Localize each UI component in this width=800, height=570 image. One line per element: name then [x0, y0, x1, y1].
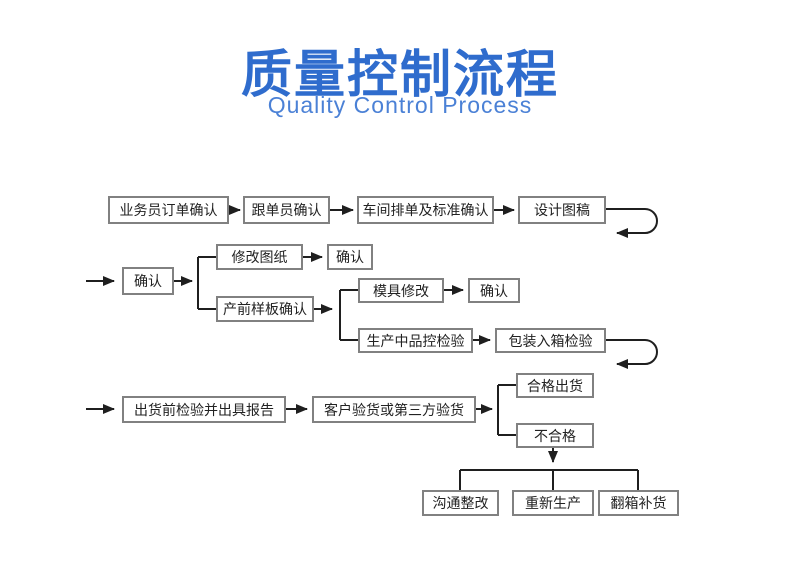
node-confirm-b: 确认: [327, 244, 373, 270]
node-modify-drawing: 修改图纸: [216, 244, 303, 270]
node-communicate-fix: 沟通整改: [422, 490, 499, 516]
node-mold-modify: 模具修改: [358, 278, 444, 303]
node-preshipment-report: 出货前检验并出具报告: [122, 396, 286, 423]
node-presample-confirm: 产前样板确认: [216, 296, 314, 322]
node-reproduce: 重新生产: [512, 490, 594, 516]
bracket-line: [459, 469, 639, 490]
node-production-qc: 生产中品控检验: [358, 328, 473, 353]
node-packing-inspect: 包装入箱检验: [495, 328, 606, 353]
node-qualified-ship: 合格出货: [516, 373, 594, 398]
branch-line: [339, 289, 358, 341]
node-design-draft: 设计图稿: [518, 196, 606, 224]
branch-line: [497, 384, 516, 436]
branch-line: [197, 256, 216, 310]
node-workshop-schedule: 车间排单及标准确认: [357, 196, 494, 224]
loop-arrow: [606, 208, 658, 238]
page-subtitle: Quality Control Process: [267, 92, 533, 118]
node-rebox-replenish: 翻箱补货: [598, 490, 679, 516]
node-order-confirm: 业务员订单确认: [108, 196, 229, 224]
node-confirm-a: 确认: [122, 267, 174, 295]
node-follow-up-confirm: 跟单员确认: [243, 196, 330, 224]
loop-arrow: [606, 339, 658, 369]
node-customer-inspect: 客户验货或第三方验货: [312, 396, 476, 423]
page-title: 质量控制流程: [240, 46, 559, 103]
node-confirm-c: 确认: [468, 278, 520, 303]
node-unqualified: 不合格: [516, 423, 594, 448]
